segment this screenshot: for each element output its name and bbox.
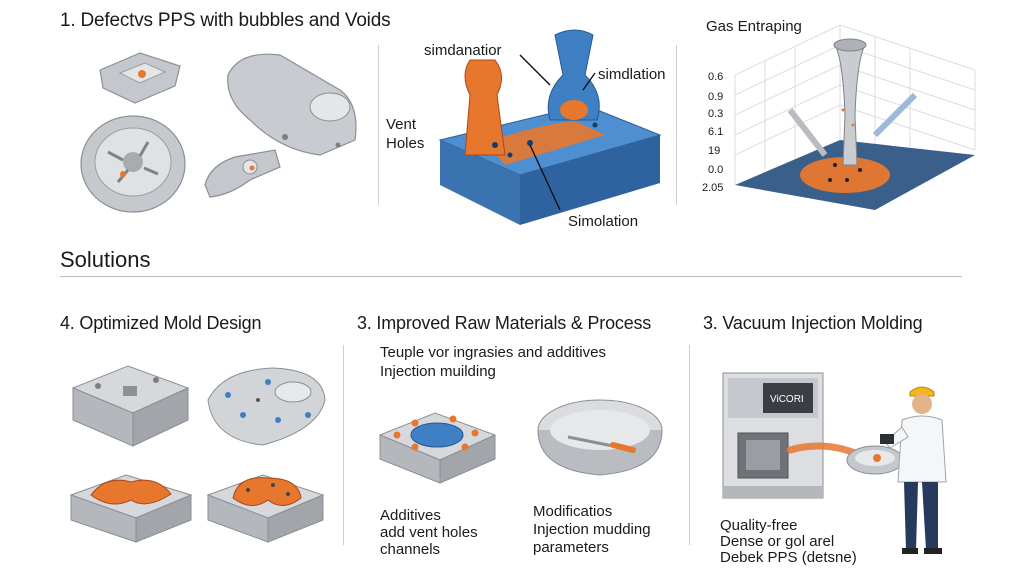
defect-part-large <box>227 53 357 156</box>
sim-label-3: Simolation <box>568 213 639 230</box>
gas-tick-5: 19 <box>708 145 721 157</box>
gas-entrapping-plot <box>734 24 976 210</box>
divider-top-1 <box>378 45 379 205</box>
mold-block-4 <box>206 474 325 543</box>
divider-bottom-2 <box>689 345 690 545</box>
raw-caption-left-2: add vent holes <box>380 524 478 541</box>
mold-block-2 <box>207 367 326 446</box>
injection-stream <box>786 442 904 475</box>
gas-tick-4: 6.1 <box>708 126 724 138</box>
sim-label-1: simdanatior <box>424 42 502 59</box>
mold-block-3 <box>69 474 193 543</box>
gas-tick-7: 2.05 <box>702 182 724 194</box>
raw-line-1: Teuple vor ingrasies and additives <box>380 344 606 361</box>
simulation-illustration <box>438 29 662 225</box>
solutions-heading: Solutions <box>60 247 151 272</box>
vacuum-title: 3. Vacuum Injection Molding <box>703 313 923 333</box>
defect-part-round <box>80 115 186 213</box>
raw-caption-left-3: channels <box>380 541 441 558</box>
gas-tick-3: 0.3 <box>708 108 724 120</box>
vacuum-caption-3: Debek PPS (detsne) <box>720 549 857 566</box>
vacuum-caption-1: Quality-free <box>720 517 798 534</box>
raw-title: 3. Improved Raw Materials & Process <box>357 313 652 333</box>
raw-caption-right-1: Modificatios <box>533 503 613 520</box>
machine-screen-label: ViCORI <box>770 394 804 405</box>
defect-part-small <box>99 52 181 104</box>
gas-tick-6: 0.0 <box>708 164 724 176</box>
raw-caption-right-3: parameters <box>533 539 609 556</box>
defect-part-hook <box>204 149 281 198</box>
vacuum-caption-2: Dense or gol arel <box>720 533 835 550</box>
sim-label-2: simdlation <box>598 66 666 83</box>
mold-block-1 <box>71 365 190 447</box>
gas-title: Gas Entraping <box>706 18 802 35</box>
divider-bottom-1 <box>343 345 344 545</box>
divider-top-2 <box>676 45 677 205</box>
raw-mold-left <box>378 412 497 484</box>
defects-title: 1. Defectvs PPS with bubbles and Voids <box>60 10 391 31</box>
solutions-divider <box>60 276 962 277</box>
mold-title: 4. Optimized Mold Design <box>60 313 262 333</box>
worker-figure <box>880 386 947 554</box>
raw-caption-right-2: Injection mudding <box>533 521 651 538</box>
vent-label-line2: Holes <box>386 135 425 152</box>
gas-tick-1: 0.6 <box>708 71 724 83</box>
raw-caption-left-1: Additives <box>380 507 441 524</box>
vacuum-machine <box>722 372 824 499</box>
raw-mold-right <box>537 399 663 476</box>
vent-label-line1: Vent <box>386 116 417 133</box>
gas-tick-2: 0.9 <box>708 91 724 103</box>
raw-line-2: Injection muilding <box>380 363 496 380</box>
